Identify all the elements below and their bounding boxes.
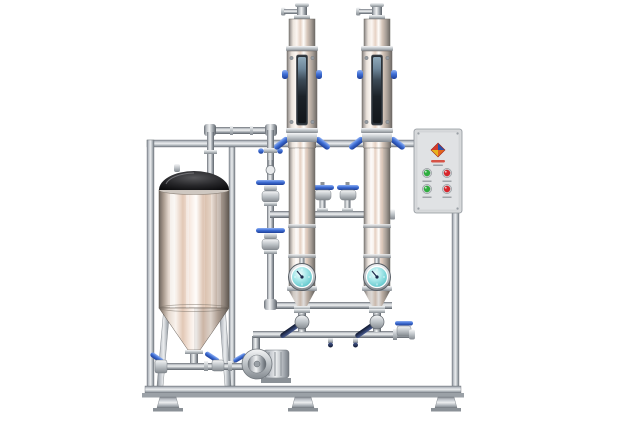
indicator-label-bar bbox=[422, 180, 432, 182]
frame-foot bbox=[153, 396, 183, 412]
line-end-valve bbox=[393, 321, 415, 340]
line-end-valve-body bbox=[154, 359, 168, 374]
valve-stub bbox=[344, 198, 351, 212]
tank-streak bbox=[186, 191, 189, 308]
drain-port bbox=[328, 338, 333, 348]
riser-mini-gauge-stem bbox=[268, 160, 273, 166]
frame-bottom-rail bbox=[144, 385, 462, 394]
valve-stem bbox=[345, 182, 350, 186]
tank-feed-drop-pipe bbox=[207, 132, 214, 186]
valve-clamp bbox=[264, 202, 277, 206]
tank-weld-seam bbox=[158, 304, 230, 312]
valve-handle-blue bbox=[395, 321, 413, 326]
rear-bottom-pipe bbox=[267, 302, 392, 309]
pump: centrifugal feed pump bbox=[241, 336, 291, 383]
pump-hub bbox=[253, 360, 261, 368]
valve-stub bbox=[319, 198, 326, 212]
manifold-end-cap bbox=[390, 209, 395, 220]
valve-body bbox=[261, 190, 280, 203]
valve-bonnet bbox=[264, 233, 277, 239]
feed-line-clamp bbox=[230, 126, 233, 135]
pump-discharge-pipe bbox=[252, 336, 260, 354]
panel-screw bbox=[456, 132, 459, 135]
line-valve-body bbox=[211, 359, 225, 372]
indicator-label-bar bbox=[422, 196, 432, 198]
frame-foot bbox=[431, 396, 461, 412]
riser-mini-gauge bbox=[265, 165, 276, 175]
frame-mid-post bbox=[228, 146, 236, 387]
valve-clamp bbox=[393, 329, 397, 340]
tank-lid-highlight bbox=[165, 172, 195, 185]
valve-handle-blue bbox=[256, 180, 285, 185]
indicator-light bbox=[442, 184, 452, 194]
tank-streak bbox=[217, 191, 221, 308]
valve-clamp bbox=[342, 208, 353, 212]
brand-mark-sub bbox=[433, 164, 443, 166]
indicator-light bbox=[422, 184, 432, 194]
pump-base bbox=[261, 378, 291, 383]
valve-body bbox=[314, 189, 332, 201]
tank-cone-shade bbox=[194, 308, 229, 350]
manifold-pipe bbox=[270, 211, 392, 218]
indicator-light bbox=[422, 168, 432, 178]
tank-lid-fitting bbox=[174, 164, 180, 172]
riser-clamp-nut-blue bbox=[277, 148, 283, 154]
riser-valve bbox=[256, 228, 285, 254]
feed-line-pipe bbox=[207, 127, 274, 134]
tank-feed-drop-clamp bbox=[204, 150, 217, 154]
valve-body bbox=[339, 189, 357, 201]
tank-outlet-line: sanitary piping with blue clamp valves a… bbox=[150, 351, 258, 374]
tank-streak bbox=[205, 191, 211, 308]
valve-body bbox=[294, 314, 310, 330]
pipe-end-cap bbox=[409, 329, 415, 340]
valve-clamp bbox=[317, 208, 328, 212]
valve-clamp bbox=[294, 309, 310, 313]
riser-valve bbox=[256, 180, 285, 206]
riser-clamp bbox=[264, 148, 277, 153]
indicator-label-bar bbox=[442, 180, 452, 182]
valve-handle-blue bbox=[233, 353, 247, 363]
valve-stem bbox=[320, 182, 325, 186]
line-clamp bbox=[204, 361, 208, 371]
panel-screw bbox=[417, 207, 420, 210]
manifold-valve bbox=[337, 182, 359, 212]
frame-base-rail bbox=[142, 393, 464, 398]
valve-body bbox=[396, 325, 412, 337]
panel-screw bbox=[417, 132, 420, 135]
front-piping: sanitary piping with blue clamp valves a… bbox=[253, 309, 415, 348]
butterfly-valve bbox=[280, 309, 310, 338]
control-panel: grey control box with diamond logo and p… bbox=[413, 128, 463, 214]
valve-body bbox=[369, 314, 385, 330]
brand-logo bbox=[430, 142, 446, 158]
butterfly-valve bbox=[355, 309, 385, 338]
frame-foot bbox=[288, 396, 318, 412]
indicator-label-bar bbox=[442, 196, 452, 198]
riser-bottom-elbow bbox=[264, 299, 277, 310]
manifold-valve bbox=[312, 182, 334, 212]
brand-mark bbox=[431, 160, 445, 163]
line-clamp bbox=[228, 361, 232, 371]
valve-clamp bbox=[369, 309, 385, 313]
valve-handle-blue bbox=[337, 185, 359, 190]
tank-outlet-clamp bbox=[185, 350, 203, 354]
valve-handle-blue bbox=[312, 185, 334, 190]
feed-line-clamp bbox=[250, 126, 253, 135]
panel-screw bbox=[456, 207, 459, 210]
rear-piping: sanitary piping with blue clamp valves a… bbox=[204, 124, 395, 310]
tank-streak bbox=[170, 191, 175, 308]
feed-tank: conical-bottom feed tank with black dome… bbox=[156, 164, 232, 387]
valve-handle-blue bbox=[256, 228, 285, 233]
valve-clamp bbox=[264, 250, 277, 254]
valve-bonnet bbox=[264, 185, 277, 191]
drain-port bbox=[353, 338, 358, 348]
front-bottom-pipe bbox=[253, 331, 413, 338]
indicator-light bbox=[442, 168, 452, 178]
valve-body bbox=[261, 238, 280, 251]
tank-outlet-stub bbox=[190, 354, 198, 366]
riser-clamp-nut-blue bbox=[258, 148, 264, 154]
